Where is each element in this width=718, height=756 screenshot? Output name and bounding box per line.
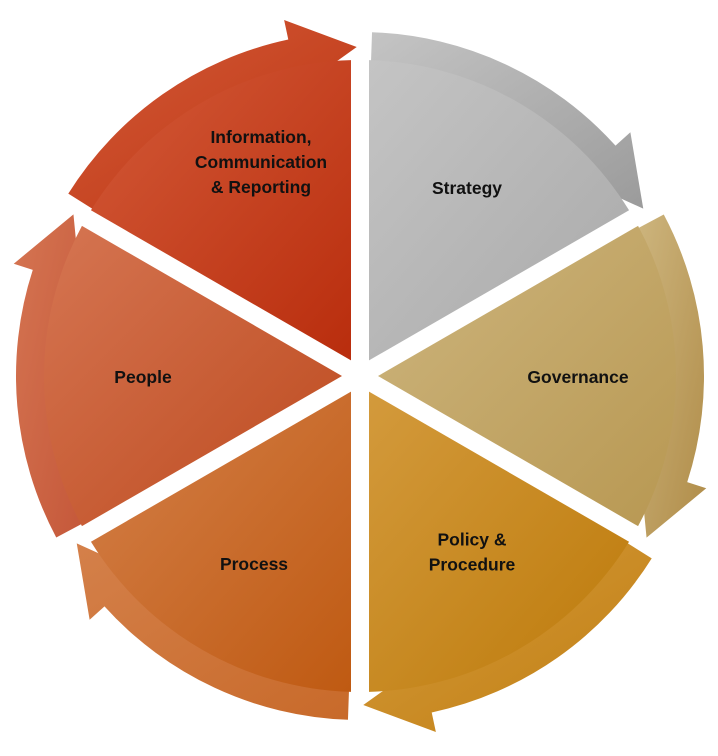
process-segment [90, 391, 351, 692]
people-label: People [114, 367, 172, 387]
information-communication-reporting-label-line: Information, [210, 127, 311, 147]
governance-cycle-arrow [637, 214, 707, 538]
policy-procedure-label-line: Procedure [429, 555, 516, 575]
information-communication-reporting-label-line: Communication [195, 152, 327, 172]
governance-segment [378, 225, 676, 527]
policy-procedure-cycle-arrow [363, 542, 652, 732]
policy-procedure-segment [369, 391, 630, 692]
information-communication-reporting-segment [90, 60, 351, 361]
process-label-line: Process [220, 554, 288, 574]
information-communication-reporting-label-line: & Reporting [211, 177, 311, 197]
strategy-segment [369, 60, 630, 361]
wedges-layer [44, 60, 676, 692]
process-label: Process [220, 554, 288, 574]
information-communication-reporting-label: Information, Communication & Reporting [195, 127, 327, 197]
information-communication-reporting-cycle-arrow [68, 20, 357, 210]
strategy-label-line: Strategy [432, 178, 502, 198]
governance-label-line: Governance [527, 367, 628, 387]
policy-procedure-label-line: Policy & [437, 530, 506, 550]
people-segment [44, 225, 343, 527]
people-label-line: People [114, 367, 172, 387]
governance-label: Governance [527, 367, 628, 387]
people-cycle-arrow [13, 214, 83, 538]
policy-procedure-label: Policy & Procedure [429, 530, 516, 575]
strategy-label: Strategy [432, 178, 502, 198]
